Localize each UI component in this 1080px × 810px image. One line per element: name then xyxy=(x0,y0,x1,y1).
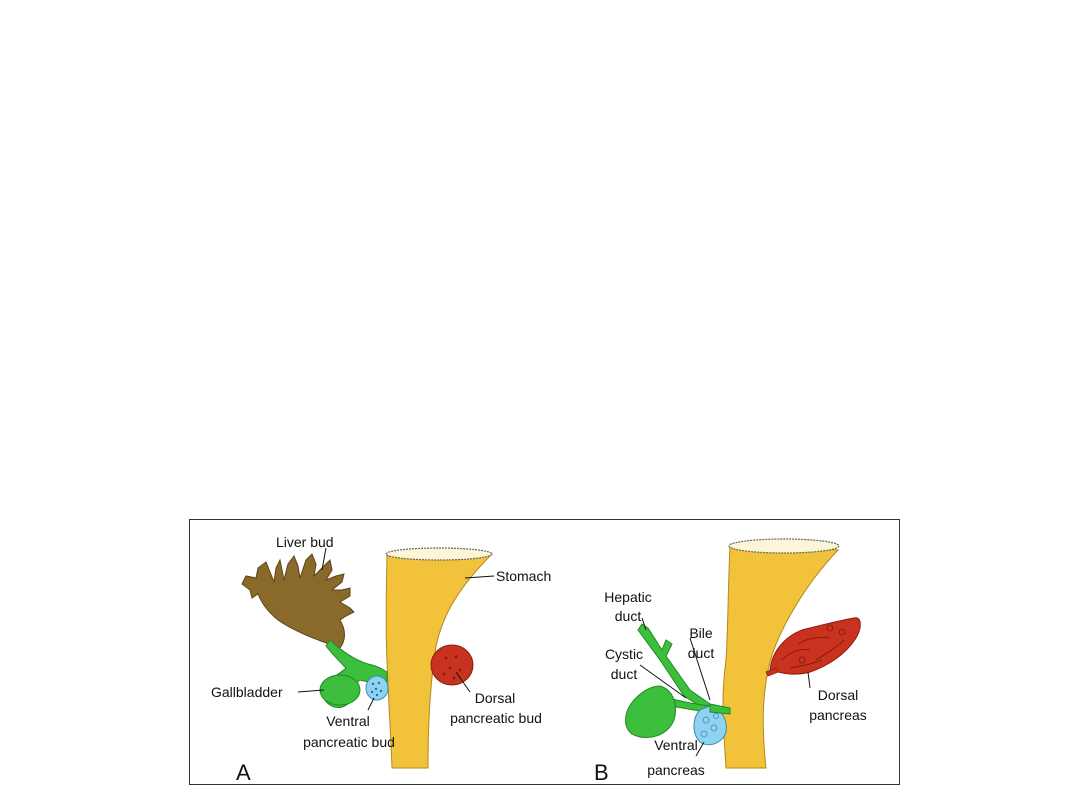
dorsal-pancreatic-bud xyxy=(430,644,474,686)
label-ventral-pancreas-line2: pancreas xyxy=(647,762,705,778)
panel-a: Liver bud Stomach Gallbladder Ventral pa… xyxy=(211,534,551,785)
liver-bud xyxy=(241,553,355,649)
embryology-figure: Liver bud Stomach Gallbladder Ventral pa… xyxy=(189,519,900,785)
label-hepatic-duct-line1: Hepatic xyxy=(604,589,651,605)
gallbladder-a xyxy=(319,674,361,706)
label-gallbladder: Gallbladder xyxy=(211,684,283,700)
label-dorsal-bud-line2: pancreatic bud xyxy=(450,710,542,726)
label-dorsal-pancreas-line1: Dorsal xyxy=(818,687,858,703)
label-ventral-pancreas-line1: Ventral xyxy=(654,737,698,753)
ventral-pancreatic-bud xyxy=(365,675,389,701)
stomach-tube-a xyxy=(385,553,494,769)
stomach-opening-a xyxy=(385,547,493,561)
stomach-tube-b xyxy=(722,543,840,769)
label-cystic-duct-line1: Cystic xyxy=(605,646,643,662)
figure-canvas: Liver bud Stomach Gallbladder Ventral pa… xyxy=(211,534,867,785)
label-dorsal-pancreas-line2: pancreas xyxy=(809,707,867,723)
gallbladder-b xyxy=(625,685,676,738)
label-bile-duct-line1: Bile xyxy=(689,625,713,641)
label-liver-bud: Liver bud xyxy=(276,534,334,550)
label-hepatic-duct-line2: duct xyxy=(615,608,642,624)
hepatic-duct xyxy=(637,623,711,711)
label-bile-duct-line2: duct xyxy=(688,645,715,661)
dorsal-pancreas xyxy=(769,617,861,675)
panel-letter-a: A xyxy=(236,760,251,785)
label-stomach: Stomach xyxy=(496,568,551,584)
label-cystic-duct-line2: duct xyxy=(611,666,638,682)
label-dorsal-bud-line1: Dorsal xyxy=(475,690,515,706)
label-ventral-bud-line2: pancreatic bud xyxy=(303,734,395,750)
panel-letter-b: B xyxy=(594,760,609,785)
stomach-opening-b xyxy=(728,538,840,554)
panel-b: Hepatic duct Bile duct Cystic duct Dorsa… xyxy=(594,538,867,785)
label-ventral-bud-line1: Ventral xyxy=(326,713,370,729)
